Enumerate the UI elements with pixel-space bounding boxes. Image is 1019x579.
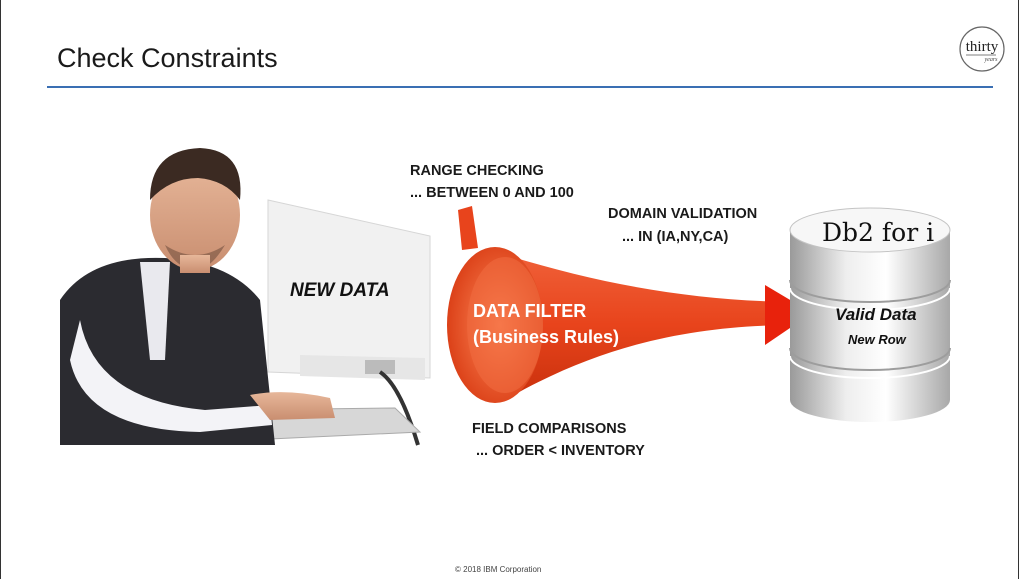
flow-arrow-icon [765,285,812,345]
new-data-label: NEW DATA [290,280,390,301]
logo-text: thirty [966,39,999,55]
slide-border-left [0,0,1,579]
field-comparisons-title: FIELD COMPARISONS [472,421,627,437]
range-checking-title: RANGE CHECKING [410,163,544,179]
logo-subtext: years [984,57,999,63]
data-filter-label: DATA FILTER [473,301,587,321]
domain-validation-title: DOMAIN VALIDATION [608,206,758,222]
field-comparisons-detail: ... ORDER < INVENTORY [476,443,645,459]
slide-title: Check Constraints [57,43,278,73]
database-cylinder-icon [789,207,951,422]
new-row-label: New Row [848,332,906,347]
range-checking-detail: ... BETWEEN 0 AND 100 [410,185,574,201]
title-underline [47,86,993,88]
copyright-footer: © 2018 IBM Corporation [455,565,542,574]
business-rules-label: (Business Rules) [473,327,620,347]
domain-validation-detail: ... IN (IA,NY,CA) [622,229,729,245]
data-filter-funnel [447,206,790,403]
valid-data-label: Valid Data [835,305,917,324]
person-at-computer-photo [60,140,435,446]
thirty-years-logo-icon: thirty years [959,26,1005,72]
database-title: Db2 for i [822,218,935,247]
